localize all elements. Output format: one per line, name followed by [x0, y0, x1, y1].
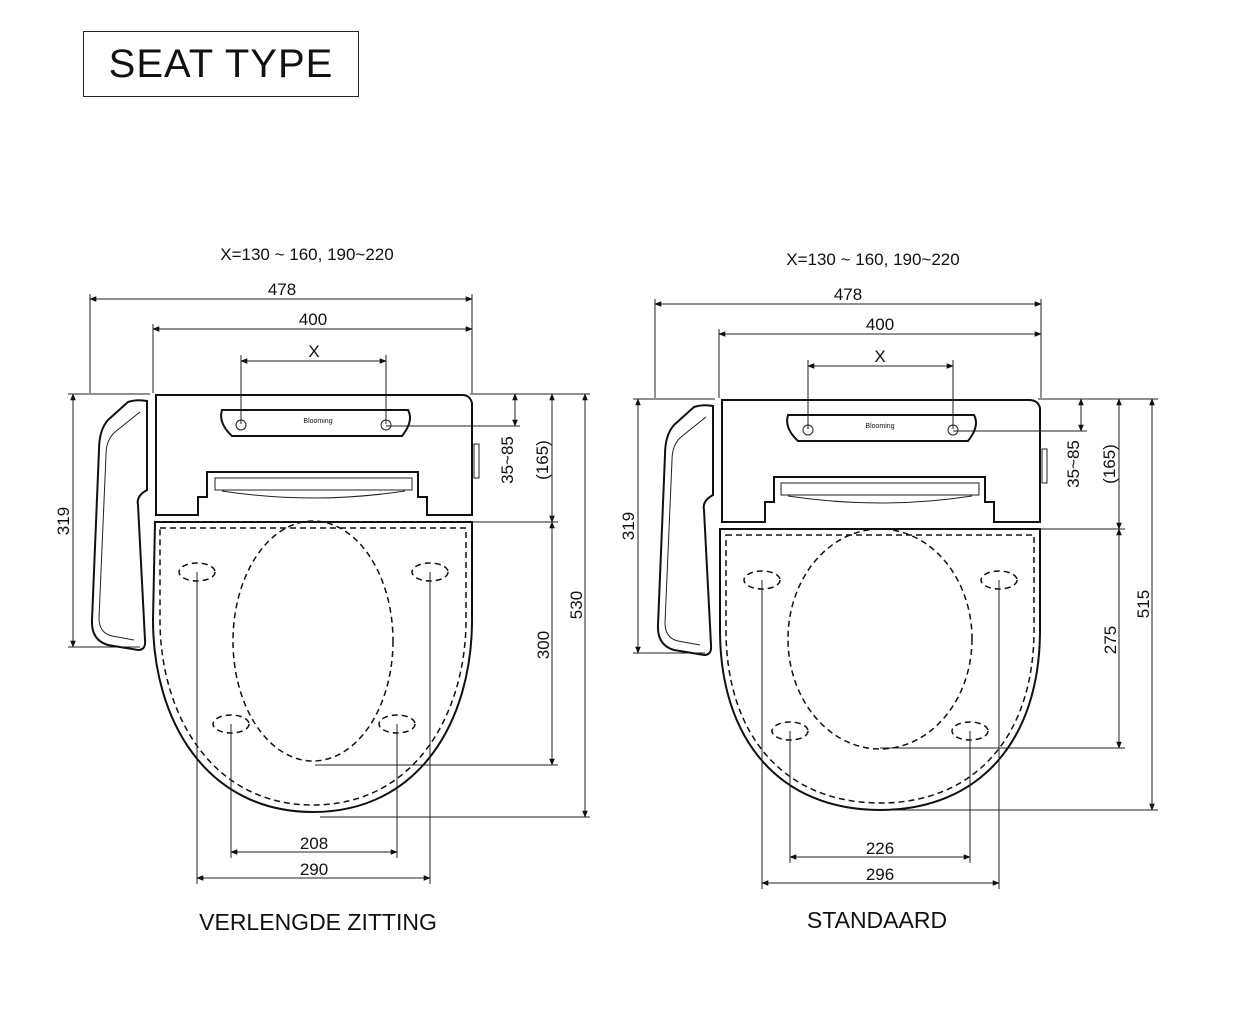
diagram-elongated: X=130 ~ 160, 190~220 478 400 X 319 35~85… [54, 245, 590, 935]
dim-height-side: 319 [54, 507, 73, 535]
seat-body-rear [721, 399, 1041, 523]
side-control-arm [90, 399, 148, 652]
seat-opening [787, 528, 973, 750]
brand-logo: Blooming [303, 418, 332, 425]
dim-total-length: 515 [1134, 590, 1153, 618]
title-box: SEAT TYPE [83, 31, 359, 97]
seat-ring [719, 528, 1041, 812]
dim-hole-ref: (165) [1100, 444, 1119, 484]
caption-elongated: VERLENGDE ZITTING [199, 909, 437, 935]
seat-body-rear [155, 394, 473, 516]
dim-pad-front: 226 [866, 839, 894, 858]
dim-hole-offset: 35~85 [1064, 440, 1083, 488]
seat-opening [232, 520, 394, 762]
control-panel [220, 409, 411, 437]
dim-seat-length: 275 [1101, 626, 1120, 654]
dim-width-mount: 400 [299, 310, 327, 329]
formula-label: X=130 ~ 160, 190~220 [220, 245, 393, 264]
seat-ring [151, 521, 473, 814]
dim-total-length: 530 [567, 591, 586, 619]
caption-standard: STANDAARD [807, 907, 947, 933]
dim-pad-side: 290 [300, 860, 328, 879]
dim-pad-front: 208 [300, 834, 328, 853]
dim-hole-ref: (165) [533, 440, 552, 480]
side-button [473, 443, 480, 479]
dim-width-mount: 400 [866, 315, 894, 334]
control-panel [786, 414, 977, 442]
dim-x: X [308, 342, 319, 361]
dim-width-total: 478 [834, 285, 862, 304]
dim-height-side: 319 [619, 512, 638, 540]
dim-x: X [874, 347, 885, 366]
brand-logo: Blooming [865, 423, 894, 430]
page-title: SEAT TYPE [108, 41, 334, 86]
formula-label: X=130 ~ 160, 190~220 [786, 250, 959, 269]
dim-hole-offset: 35~85 [498, 436, 517, 484]
dim-seat-length: 300 [534, 631, 553, 659]
side-button [1041, 448, 1048, 484]
side-control-arm [656, 404, 714, 657]
dim-width-total: 478 [268, 280, 296, 299]
diagram-standard: X=130 ~ 160, 190~220 478 400 X 319 35~85… [619, 250, 1158, 933]
dim-pad-side: 296 [866, 865, 894, 884]
